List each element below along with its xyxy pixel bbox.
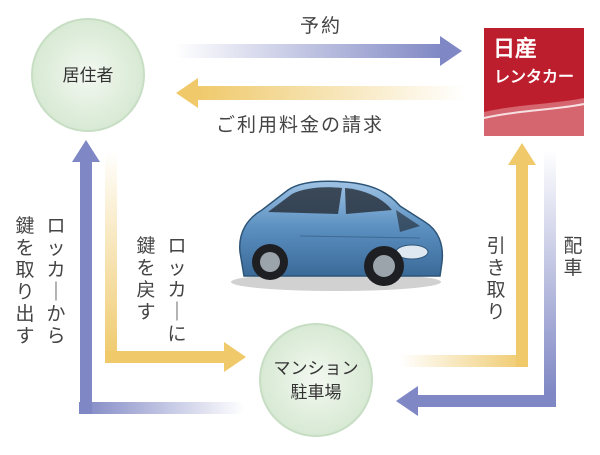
return-key-label: ロッカ｜に 鍵を戻す — [136, 235, 186, 345]
svg-text:配車: 配車 — [563, 235, 582, 279]
take-key-arrow — [72, 140, 244, 414]
reservation-label: 予約 — [300, 15, 342, 37]
take-key-label: ロッカ｜から 鍵を取り出す — [15, 215, 65, 347]
delivery-label: 配車 — [563, 235, 582, 279]
nissan-rentacar-logo: 日産 レンタカー — [483, 28, 585, 136]
logo-line1: 日産 — [493, 36, 537, 62]
billing-arrow — [176, 78, 465, 108]
svg-text:ロッカ｜に: ロッカ｜に — [167, 235, 186, 345]
pickup-label: 引き取り — [486, 235, 505, 323]
pickup-arrow — [400, 143, 536, 367]
car-image — [231, 180, 444, 291]
svg-text:鍵を戻す: 鍵を戻す — [136, 235, 155, 323]
delivery-arrow — [396, 150, 556, 416]
svg-text:ロッカ｜から: ロッカ｜から — [46, 215, 65, 347]
parking-label-line1: マンション — [274, 359, 359, 379]
parking-label-line2: 駐車場 — [291, 383, 342, 403]
reservation-arrow — [175, 36, 462, 66]
svg-text:引き取り: 引き取り — [486, 235, 505, 323]
logo-line2: レンタカー — [494, 67, 574, 86]
parking-node: マンション 駐車場 — [259, 323, 373, 437]
billing-label: ご利用料金の請求 — [216, 114, 384, 136]
svg-text:鍵を取り出す: 鍵を取り出す — [15, 215, 34, 347]
return-key-arrow — [105, 150, 246, 372]
resident-node: 居住者 — [31, 18, 145, 132]
resident-label: 居住者 — [63, 66, 114, 86]
